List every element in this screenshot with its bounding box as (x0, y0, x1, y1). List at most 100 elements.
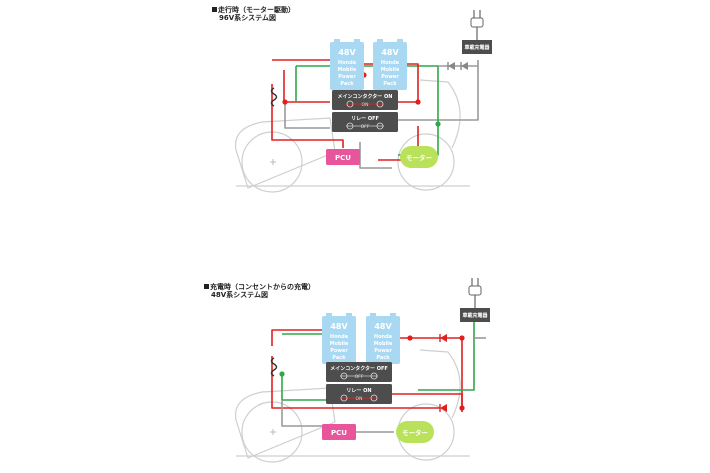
diagram-1-title-line1: 走行時（モーター駆動） (218, 6, 295, 14)
pcu-label: PCU (335, 154, 351, 162)
diagram-2-title-line1: 充電時（コンセントからの充電） (210, 283, 315, 291)
fuse-symbol (270, 87, 278, 107)
switch-state-text: OFF (355, 374, 364, 380)
switch-terminal (346, 122, 354, 130)
battery-name-line: Mobile (374, 341, 393, 347)
battery-pack (330, 42, 364, 90)
battery-handle (354, 39, 360, 43)
wire-gray (398, 60, 479, 121)
battery-pack (322, 316, 356, 364)
battery-voltage-label: 48V (381, 48, 399, 57)
front-wheel (397, 133, 455, 191)
battery-name-line: Pack (383, 81, 397, 87)
panel-label: メインコンタクター ON (338, 93, 393, 100)
diode-symbol (440, 404, 447, 412)
motor-unit (400, 146, 438, 168)
diagram-1-title-line2: 96V系システム図 (219, 14, 276, 22)
axle-mark (270, 159, 276, 165)
junction-dot (415, 99, 421, 105)
junction-dot (279, 371, 285, 377)
motor-label: モーター (406, 153, 432, 162)
battery-voltage-label: 48V (338, 48, 356, 57)
junction-dot (459, 405, 465, 411)
battery-pack (373, 42, 407, 90)
battery-handle (390, 313, 396, 317)
wire-red (271, 329, 322, 346)
motor-unit (396, 421, 434, 443)
title-bullet-icon (204, 284, 209, 289)
panel-label: リレー ON (346, 388, 371, 394)
main-contactor-panel (332, 90, 398, 110)
diagram-1-title: 走行時（モーター駆動） 96V系システム図 (212, 6, 295, 22)
switch-terminal (340, 372, 348, 380)
main-contactor-panel (326, 362, 392, 382)
battery-name-line: Honda (381, 60, 399, 66)
wire-gray (281, 400, 326, 427)
diode-symbol (440, 334, 447, 342)
switch-terminal (376, 100, 384, 108)
battery-name-line: Honda (330, 334, 348, 340)
onboard-charger (460, 308, 490, 322)
wire-red (392, 393, 463, 412)
junction-dot (459, 335, 465, 341)
battery-handle (326, 313, 332, 317)
diagram-2-title-line2: 48V系システム図 (211, 291, 268, 299)
wire-green (418, 322, 475, 391)
pcu-box (322, 424, 356, 440)
scooter-body-outline (234, 387, 336, 459)
switch-state-text: ON (356, 396, 363, 402)
switch-terminal (346, 100, 354, 108)
diagram-1-schematic: 48VHondaMobilePowerPack48VHondaMobilePow… (234, 10, 492, 193)
panel-label: リレー OFF (351, 116, 379, 122)
relay-panel (326, 384, 392, 404)
front-fairing (419, 79, 461, 149)
battery-name-line: Honda (374, 334, 392, 340)
battery-name-line: Mobile (381, 67, 400, 73)
wire-red (398, 337, 463, 408)
panel-label: メインコンタクター OFF (330, 365, 388, 372)
fuse-symbol (270, 357, 278, 377)
onboard-charger (462, 40, 492, 54)
diode-symbol (461, 62, 468, 70)
battery-handle (377, 39, 383, 43)
diode-symbol (448, 62, 455, 70)
diagram-2-title: 充電時（コンセントからの充電） 48V系システム図 (204, 283, 315, 299)
switch-terminal (370, 372, 378, 380)
switch-terminal (340, 394, 348, 402)
front-fairing (419, 349, 461, 419)
switch-state-text: OFF (361, 124, 370, 130)
battery-name-line: Mobile (338, 67, 357, 73)
switch-terminal (376, 122, 384, 130)
battery-name-line: Pack (340, 81, 354, 87)
battery-handle (334, 39, 340, 43)
battery-name-line: Pack (332, 355, 346, 361)
junction-dot (435, 121, 441, 127)
wire-red (271, 84, 344, 148)
title-bullet-icon (212, 7, 217, 12)
onboard-charger-label: 車載充電器 (462, 312, 488, 319)
battery-voltage-label: 48V (374, 322, 392, 331)
switch-state-text: ON (362, 102, 369, 108)
battery-name-line: Honda (338, 60, 356, 66)
battery-handle (397, 39, 403, 43)
pcu-box (326, 149, 360, 165)
battery-handle (346, 313, 352, 317)
axle-mark (270, 429, 276, 435)
battery-name-line: Power (330, 348, 348, 354)
battery-name-line: Pack (376, 355, 390, 361)
junction-dot (282, 99, 288, 105)
battery-name-line: Power (338, 74, 356, 80)
battery-name-line: Power (381, 74, 399, 80)
relay-panel (332, 112, 398, 132)
scooter-body-outline (234, 117, 336, 189)
motor-label: モーター (402, 428, 428, 437)
pcu-label: PCU (331, 429, 347, 437)
onboard-charger-label: 車載充電器 (464, 44, 490, 51)
junction-dot (407, 335, 413, 341)
battery-handle (370, 313, 376, 317)
switch-terminal (370, 394, 378, 402)
wire-gray (284, 102, 330, 129)
power-plug-icon (468, 285, 482, 296)
